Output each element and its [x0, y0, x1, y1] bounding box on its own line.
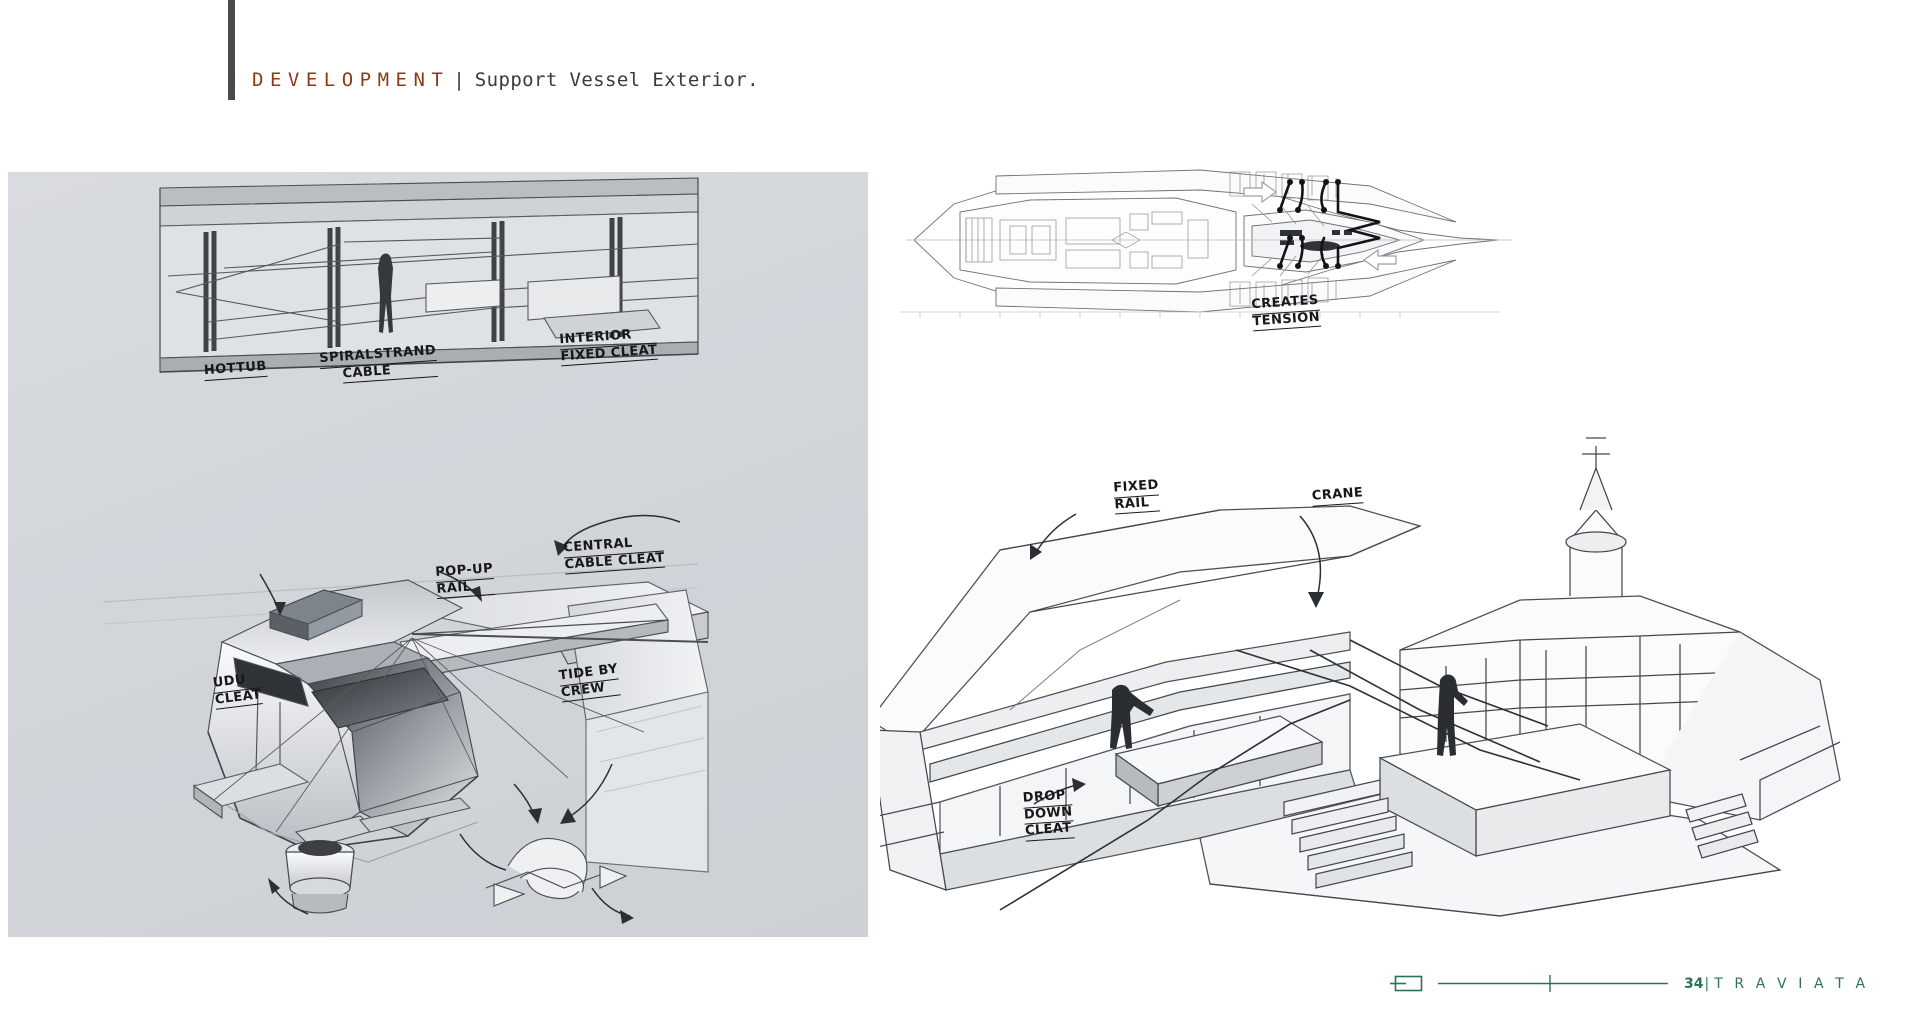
figure-silhouettes-lower: [1110, 674, 1468, 756]
left-illustration-plate: HOTTUB SPIRALSTRAND CABLE INTERIOR FIXED…: [8, 172, 868, 937]
page-title: DEVELOPMENT| Support Vessel Exterior.: [252, 68, 759, 92]
header-accent-rule: [228, 0, 235, 100]
annotation-interior-fixed-cleat: INTERIOR FIXED CLEAT: [559, 326, 659, 367]
cable-tension-diagram: [1243, 179, 1397, 272]
annotation-sdu-cleat: UDU CLEAT: [212, 671, 263, 710]
annotation-popup-rail: POP-UP RAIL: [435, 561, 495, 600]
book-spread-icon: [1390, 975, 1424, 992]
footer-brand: T R A V I A T A: [1714, 975, 1869, 992]
page-title-separator: |: [453, 69, 465, 91]
footer-page-label: 34|T R A V I A T A: [1684, 976, 1869, 992]
right-illustration-area: CREATES TENSION: [880, 150, 1910, 940]
annotation-fixed-rail: FIXED RAIL: [1113, 477, 1161, 515]
figure-silhouette-upper: [378, 253, 393, 333]
annotation-central-cable-cleat: CENTRAL CABLE CLEAT: [563, 534, 666, 575]
aft-deck-perspective-sketch: [880, 437, 1841, 917]
page-title-subtitle: Support Vessel Exterior.: [474, 69, 759, 91]
page-title-kicker: DEVELOPMENT: [252, 69, 450, 91]
footer-divider: [1438, 975, 1668, 992]
left-sketch-artwork: [102, 177, 710, 924]
deck-plan-top-view: [900, 169, 1512, 318]
leader-lines-right: [1030, 513, 1324, 805]
annotation-drop-down-cleat: DROP DOWN CLEAT: [1022, 788, 1075, 842]
capstan-detail: [285, 797, 471, 914]
leader-lines: [259, 514, 681, 924]
footer-page-number: 34: [1684, 975, 1704, 992]
footer-separator: |: [1704, 975, 1710, 992]
annotation-creates-tension: CREATES TENSION: [1251, 293, 1321, 332]
page-footer: 34|T R A V I A T A: [1390, 975, 1869, 992]
cleat-detail: [485, 837, 628, 907]
